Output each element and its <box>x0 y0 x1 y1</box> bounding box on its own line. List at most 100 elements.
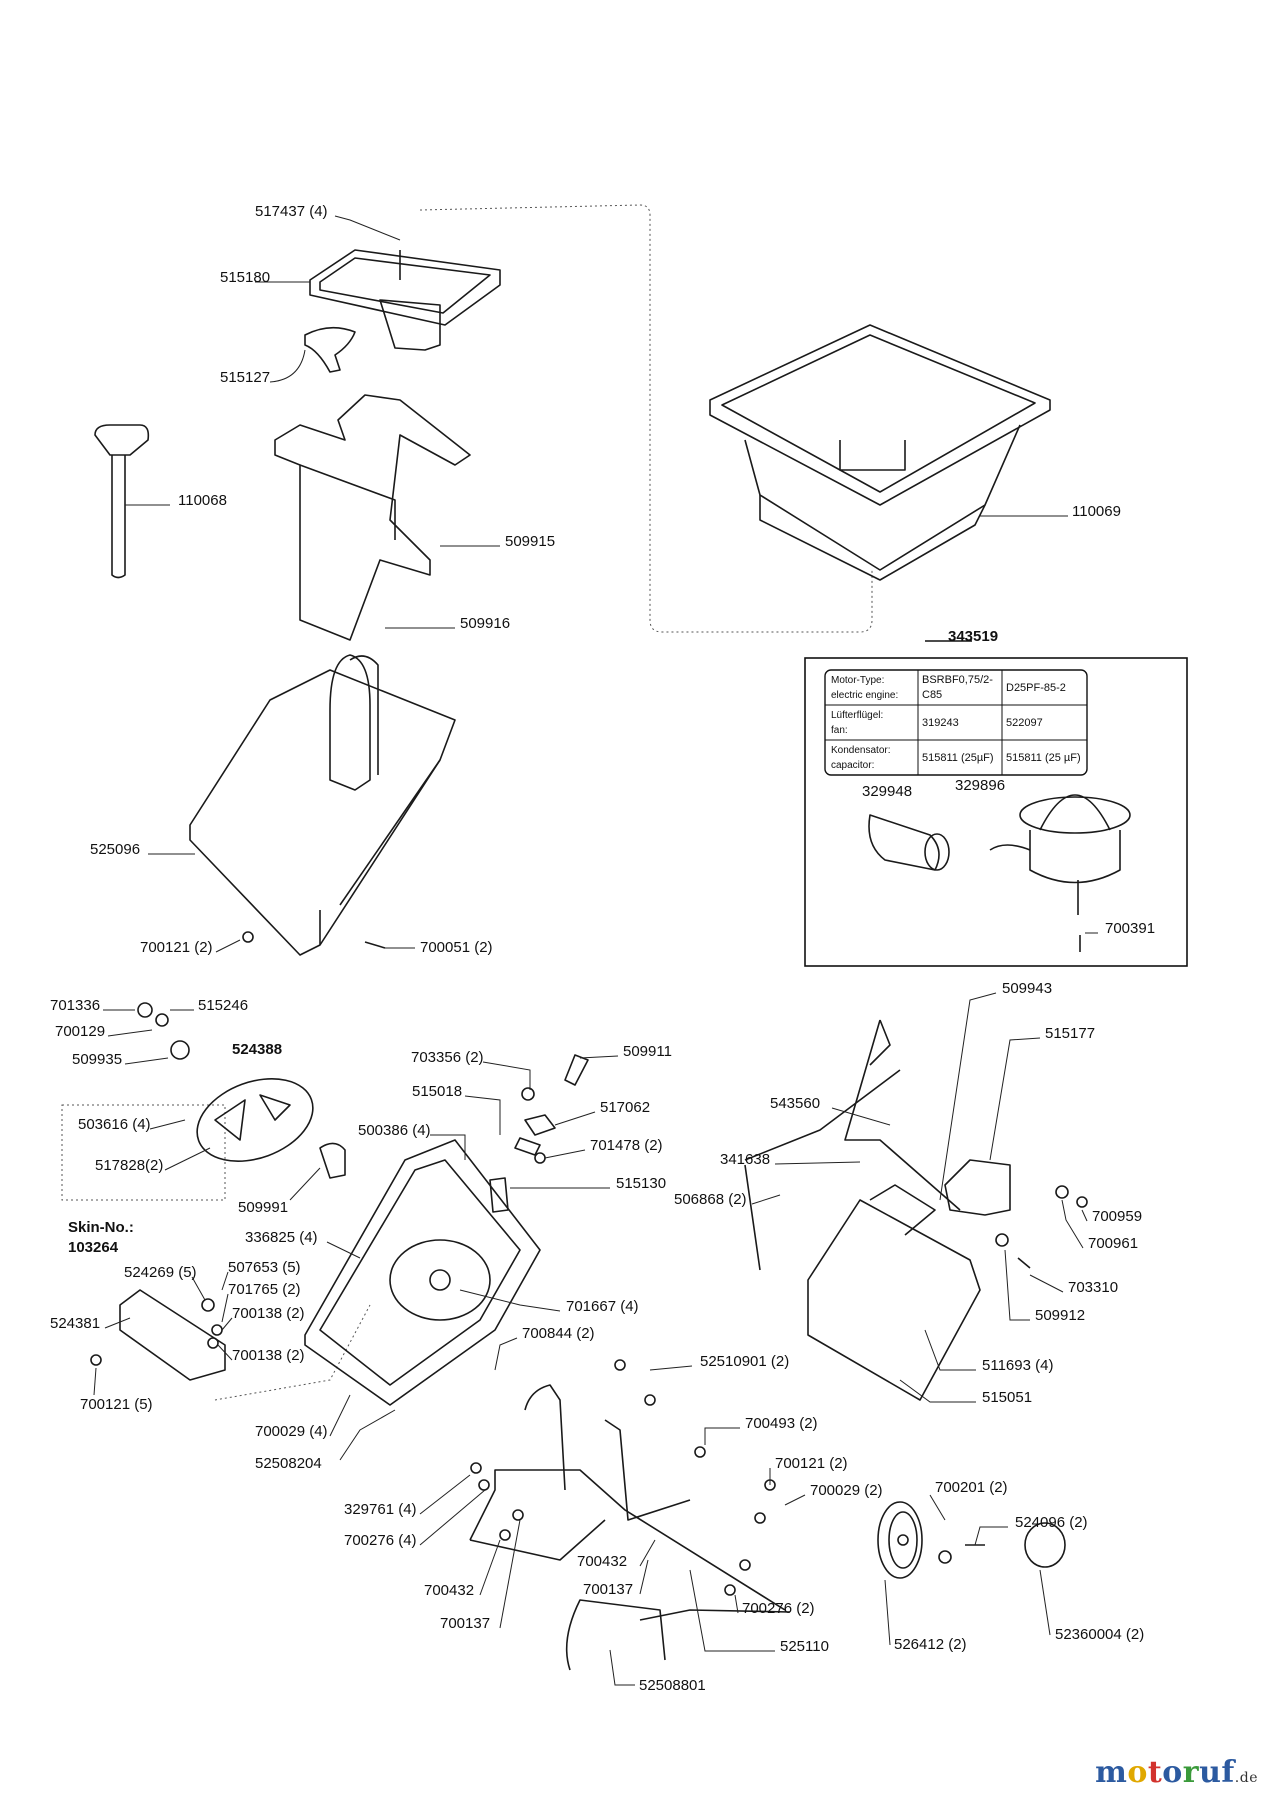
part-label: 701336 <box>50 997 100 1014</box>
part-label: 509991 <box>238 1199 288 1216</box>
table-cell: D25PF-85-2 <box>1006 682 1066 694</box>
table-cell: C85 <box>922 689 942 701</box>
spreader-disk <box>196 1078 314 1162</box>
part-label: 700029 (4) <box>255 1423 328 1440</box>
part-label: 701478 (2) <box>590 1137 663 1154</box>
part-label: 515246 <box>198 997 248 1014</box>
part-label: 515051 <box>982 1389 1032 1406</box>
leader-line <box>609 1649 635 1686</box>
leader-line <box>554 1111 596 1126</box>
part-label: 509911 <box>623 1043 672 1060</box>
leader-line <box>217 1344 233 1361</box>
part-label: 517437 (4) <box>255 203 328 220</box>
leader-line <box>751 1194 781 1205</box>
part-label: 52508801 <box>639 1677 706 1694</box>
table-cell: 515811 (25µF) <box>922 752 994 764</box>
part-label: 700844 (2) <box>522 1325 595 1342</box>
leader-line <box>499 1519 521 1629</box>
leader-line <box>929 1494 946 1521</box>
part-label: 701765 (2) <box>228 1281 301 1298</box>
part-label: 526412 (2) <box>894 1636 967 1653</box>
part-label: 52508204 <box>255 1455 322 1472</box>
watermark-letter: o <box>1127 1755 1148 1790</box>
leader-line <box>831 1107 891 1126</box>
leader-line <box>494 1337 518 1371</box>
part-label: 515130 <box>616 1175 666 1192</box>
part-label: 343519 <box>948 628 998 645</box>
part-label: 700432 <box>424 1582 474 1599</box>
leader-line <box>93 1367 97 1396</box>
leader-line <box>339 1409 396 1461</box>
part-label: 110069 <box>1072 503 1121 520</box>
part-label: 703310 <box>1068 1279 1118 1296</box>
table-cell: capacitor: <box>831 760 874 771</box>
part-label: 700121 (5) <box>80 1396 153 1413</box>
part-label: 500386 (4) <box>358 1122 431 1139</box>
leader-line <box>734 1594 739 1614</box>
part-label: 700138 (2) <box>232 1305 305 1322</box>
part-label: 524269 (5) <box>124 1264 197 1281</box>
leader-line <box>289 1167 321 1201</box>
part-label: 517062 <box>600 1099 650 1116</box>
wheel-cap <box>1024 1522 1066 1568</box>
part-label: 700959 <box>1092 1208 1142 1225</box>
crank-handle <box>94 424 150 579</box>
leader-line <box>784 1494 806 1506</box>
part-label: 509912 <box>1035 1307 1085 1324</box>
part-label: 515018 <box>412 1083 462 1100</box>
watermark: motoruf.de <box>1095 1755 1258 1790</box>
wheel <box>877 1501 923 1579</box>
fasteners <box>90 931 1088 1596</box>
watermark-letter: o <box>1162 1755 1183 1790</box>
motor-table <box>824 669 1088 776</box>
leader-line <box>104 1317 131 1329</box>
part-label: 515180 <box>220 269 270 286</box>
part-label: 329896 <box>955 777 1005 794</box>
chassis-housing <box>189 654 456 956</box>
watermark-letter: r <box>1182 1755 1200 1790</box>
table-cell: 515811 (25 µF) <box>1006 752 1081 764</box>
table-cell: electric engine: <box>831 690 898 701</box>
leader-line <box>974 1526 1008 1546</box>
part-label: 524381 <box>50 1315 100 1332</box>
part-label: 507653 (5) <box>228 1259 301 1276</box>
leader-line <box>419 1489 486 1546</box>
watermark-suffix: .de <box>1234 1770 1258 1786</box>
bracket <box>119 1289 226 1381</box>
part-label: 515127 <box>220 369 270 386</box>
motor-table-text: Motor-Type:electric engine:BSRBF0,75/2-C… <box>831 674 1081 771</box>
leader-line <box>215 939 241 953</box>
part-label: 524096 (2) <box>1015 1514 1088 1531</box>
leader-line <box>989 1037 1041 1161</box>
leader-line <box>269 349 306 383</box>
motor-kit-frame <box>804 640 1188 967</box>
watermark-letter: m <box>1095 1755 1128 1790</box>
handle-bar <box>744 1069 901 1271</box>
hopper-large <box>709 324 1051 581</box>
part-label: 517828(2) <box>95 1157 163 1174</box>
part-label: Skin-No.: <box>68 1219 134 1236</box>
part-label: 509935 <box>72 1051 122 1068</box>
leader-line <box>326 1241 361 1259</box>
leader-line <box>579 1055 619 1059</box>
part-label: 701667 (4) <box>566 1298 639 1315</box>
table-cell: BSRBF0,75/2- <box>922 674 993 686</box>
part-label: 543560 <box>770 1095 820 1112</box>
leader-line <box>430 1134 466 1160</box>
leader-line <box>704 1427 740 1445</box>
leader-line <box>544 1149 586 1159</box>
capacitor <box>868 814 950 871</box>
watermark-letter: uf <box>1199 1755 1235 1790</box>
leader-line <box>329 1394 351 1437</box>
watermark-letter: t <box>1147 1755 1163 1790</box>
part-label: 506868 (2) <box>674 1191 747 1208</box>
part-label: 700121 (2) <box>140 939 213 956</box>
leader-line <box>221 1317 233 1331</box>
leader-line <box>1061 1199 1084 1249</box>
table-cell: Kondensator: <box>831 745 891 756</box>
leader-line <box>459 1289 561 1312</box>
electric-motor <box>989 794 1131 915</box>
funnel-guide <box>274 394 471 641</box>
leader-line <box>689 1569 775 1652</box>
